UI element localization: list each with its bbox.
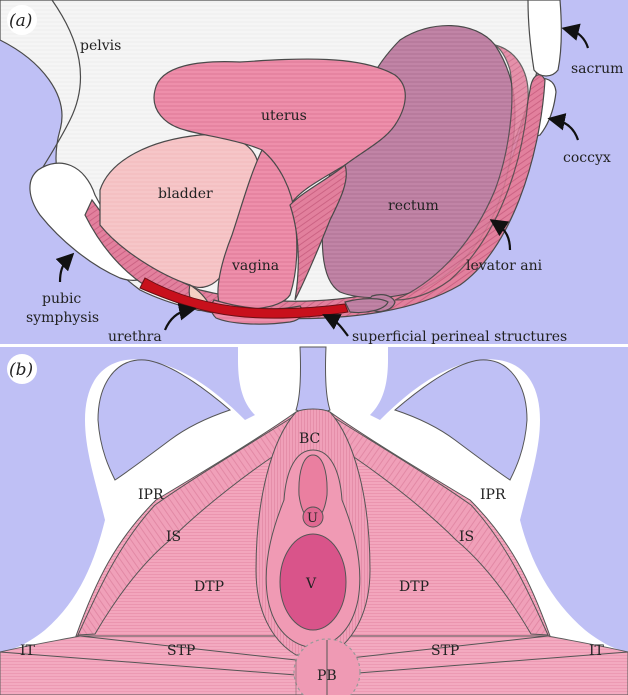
label-symphysis: symphysis	[26, 310, 99, 326]
label-dtp-right: DTP	[399, 579, 429, 595]
label-coccyx: coccyx	[563, 150, 611, 166]
panel-b-tag: (b)	[9, 360, 33, 380]
label-pelvis: pelvis	[80, 38, 121, 54]
label-v: V	[305, 576, 317, 592]
label-is-left: IS	[166, 529, 181, 545]
label-urethra: urethra	[108, 329, 162, 345]
label-rectum: rectum	[388, 198, 439, 214]
label-vagina: vagina	[231, 258, 279, 274]
label-ipr-right: IPR	[480, 487, 506, 503]
label-it-left: IT	[20, 643, 36, 659]
label-pubic: pubic	[42, 291, 81, 307]
label-bc: BC	[299, 431, 320, 447]
label-superficial-perineal-structures: superficial perineal structures	[352, 329, 567, 345]
label-dtp-left: DTP	[194, 579, 224, 595]
label-sacrum: sacrum	[571, 61, 623, 77]
label-pb: PB	[317, 668, 337, 684]
label-levator-ani: levator ani	[466, 258, 543, 274]
label-stp-left: STP	[167, 643, 195, 659]
label-ipr-left: IPR	[138, 487, 164, 503]
sacrum-bone	[528, 0, 561, 76]
label-uterus: uterus	[261, 108, 307, 124]
panel-a-tag: (a)	[9, 11, 32, 31]
label-is-right: IS	[459, 529, 474, 545]
label-stp-right: STP	[431, 643, 459, 659]
panel-b: (b) BC U V PB IPR IPR IS IS DTP DTP STP …	[0, 347, 628, 695]
label-bladder: bladder	[158, 186, 213, 202]
label-it-right: IT	[589, 643, 605, 659]
panel-a: (a) pelvis uterus bladder rectum vagina …	[0, 0, 628, 345]
label-u: U	[307, 511, 318, 526]
